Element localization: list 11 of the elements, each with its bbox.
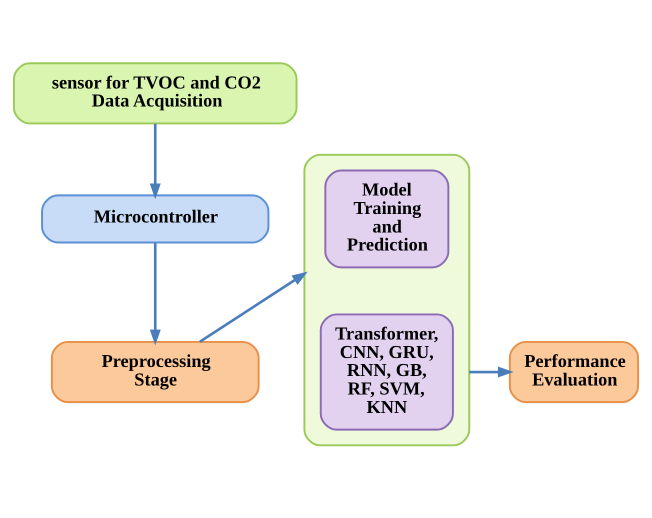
node-box: Transformer, CNN, GRU, RNN, GB, RF, SVM, KNN bbox=[320, 312, 454, 430]
node-box: Microcontroller bbox=[41, 194, 270, 243]
node-box: Preprocessing Stage bbox=[50, 340, 260, 403]
arrow bbox=[150, 242, 161, 345]
node-box: sensor for TVOC and CO2 Data Acquisition bbox=[12, 62, 298, 124]
arrow bbox=[469, 366, 514, 378]
arrow bbox=[199, 271, 308, 342]
node-box: Performance Evaluation bbox=[508, 340, 640, 403]
cluster bbox=[303, 153, 470, 446]
node-box: Model Training and Prediction bbox=[324, 169, 450, 268]
arrow bbox=[150, 123, 161, 199]
